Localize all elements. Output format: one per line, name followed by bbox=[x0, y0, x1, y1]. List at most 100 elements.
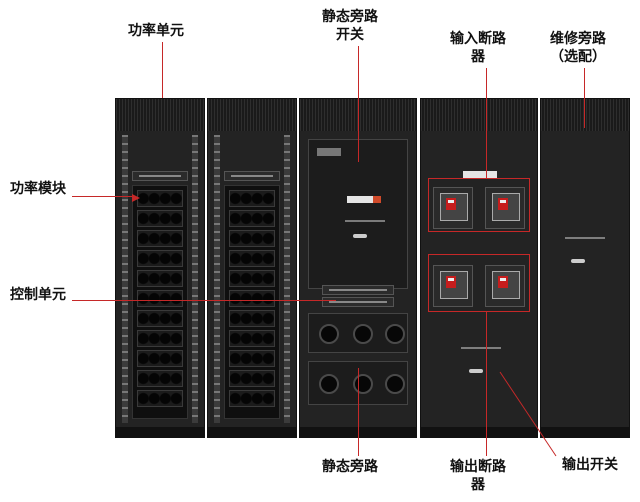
breaker-red-handle bbox=[498, 276, 508, 288]
bypass-switch-indicator bbox=[347, 196, 373, 203]
breaker-red-handle bbox=[446, 198, 456, 210]
power-module bbox=[137, 290, 183, 307]
pointer-control-unit bbox=[72, 300, 336, 301]
power-module bbox=[137, 250, 183, 267]
label-maintenance-bypass-line1: 维修旁路 bbox=[550, 31, 606, 47]
label-power-module: 功率模块 bbox=[10, 181, 66, 197]
power-module bbox=[137, 310, 183, 327]
output-breaker-highlight bbox=[428, 254, 530, 312]
label-control-unit: 控制单元 bbox=[10, 287, 66, 303]
breaker-cabinet bbox=[420, 98, 538, 438]
cabinet-top-vent bbox=[208, 99, 296, 131]
power-unit-cabinet-2 bbox=[207, 98, 297, 438]
pointer-maintenance-bypass bbox=[584, 68, 585, 128]
control-unit-strip bbox=[322, 297, 394, 307]
power-module bbox=[229, 270, 275, 287]
power-module bbox=[137, 210, 183, 227]
label-input-breaker: 输入断路 器 bbox=[450, 30, 506, 66]
power-module bbox=[229, 190, 275, 207]
cabinet-rail bbox=[192, 135, 198, 423]
cabinet-rail bbox=[284, 135, 290, 423]
label-output-breaker: 输出断路 器 bbox=[450, 458, 506, 494]
fan-icon bbox=[385, 374, 405, 394]
label-input-breaker-line2: 器 bbox=[471, 49, 485, 65]
power-module bbox=[137, 350, 183, 367]
pointer-static-bypass-switch bbox=[358, 46, 359, 162]
power-module-stack bbox=[224, 185, 280, 419]
bypass-fan-panel bbox=[308, 313, 408, 353]
input-breaker-highlight bbox=[428, 178, 530, 232]
control-unit-strip bbox=[322, 285, 394, 295]
fan-icon bbox=[353, 374, 373, 394]
power-module bbox=[229, 350, 275, 367]
power-module-stack bbox=[132, 185, 188, 419]
label-power-unit: 功率单元 bbox=[128, 23, 184, 39]
power-module bbox=[137, 330, 183, 347]
pointer-power-module bbox=[72, 196, 132, 197]
fan-icon bbox=[385, 324, 405, 344]
cabinet-top-vent bbox=[421, 99, 537, 131]
panel-caption bbox=[461, 347, 501, 349]
fan-icon bbox=[319, 324, 339, 344]
static-bypass-switch-handle bbox=[353, 234, 367, 238]
output-breaker-1 bbox=[433, 265, 473, 307]
power-module bbox=[229, 310, 275, 327]
power-module bbox=[229, 290, 275, 307]
power-unit-cabinet-1 bbox=[115, 98, 205, 438]
power-module bbox=[229, 370, 275, 387]
panel-caption bbox=[565, 237, 605, 239]
output-breaker-2 bbox=[485, 265, 525, 307]
label-static-bypass: 静态旁路 bbox=[322, 459, 378, 475]
power-module bbox=[137, 230, 183, 247]
pointer-static-bypass bbox=[358, 368, 359, 456]
bypass-switch-tag bbox=[373, 196, 381, 203]
input-breaker-1 bbox=[433, 187, 473, 229]
breaker-label bbox=[448, 278, 454, 281]
breaker-label bbox=[448, 200, 454, 203]
label-input-breaker-line1: 输入断路 bbox=[450, 31, 506, 47]
label-maintenance-bypass-line2: （选配） bbox=[550, 49, 606, 65]
terminal-strip bbox=[317, 148, 341, 156]
input-breaker-2 bbox=[485, 187, 525, 229]
fan-icon bbox=[319, 374, 339, 394]
power-module bbox=[137, 270, 183, 287]
label-maintenance-bypass: 维修旁路 （选配） bbox=[550, 30, 606, 66]
label-output-breaker-line2: 器 bbox=[471, 477, 485, 493]
power-module bbox=[137, 190, 183, 207]
cabinet-base bbox=[208, 427, 296, 437]
power-module bbox=[229, 330, 275, 347]
label-static-bypass-switch-line2: 开关 bbox=[336, 27, 364, 43]
pointer-input-breaker bbox=[486, 68, 487, 178]
label-static-bypass-switch: 静态旁路 开关 bbox=[322, 8, 378, 44]
breaker-red-handle bbox=[446, 276, 456, 288]
cabinet-rail bbox=[122, 135, 128, 423]
panel-caption bbox=[345, 220, 385, 222]
output-switch-handle bbox=[469, 369, 483, 373]
label-output-breaker-line1: 输出断路 bbox=[450, 459, 506, 475]
power-module bbox=[137, 390, 183, 407]
power-module bbox=[229, 210, 275, 227]
label-static-bypass-switch-line1: 静态旁路 bbox=[322, 9, 378, 25]
cabinet-base bbox=[541, 427, 629, 437]
power-module bbox=[229, 390, 275, 407]
power-module bbox=[229, 250, 275, 267]
module-header-strip bbox=[224, 171, 280, 181]
breaker-red-handle bbox=[498, 198, 508, 210]
power-module bbox=[137, 370, 183, 387]
breaker-label bbox=[500, 278, 506, 281]
maintenance-bypass-cabinet bbox=[540, 98, 630, 438]
label-output-switch: 输出开关 bbox=[562, 457, 618, 473]
cabinet-top-vent bbox=[116, 99, 204, 131]
pointer-output-breaker bbox=[486, 312, 487, 456]
cabinet-rail bbox=[214, 135, 220, 423]
breaker-label bbox=[500, 200, 506, 203]
cabinet-base bbox=[421, 427, 537, 437]
module-header-strip bbox=[132, 171, 188, 181]
cabinet-base bbox=[116, 427, 204, 437]
cabinet-top-vent bbox=[541, 99, 629, 131]
pointer-power-unit bbox=[162, 42, 163, 98]
maintenance-bypass-handle bbox=[571, 259, 585, 263]
breaker-indicator-strip bbox=[463, 171, 497, 178]
power-module bbox=[229, 230, 275, 247]
fan-icon bbox=[353, 324, 373, 344]
